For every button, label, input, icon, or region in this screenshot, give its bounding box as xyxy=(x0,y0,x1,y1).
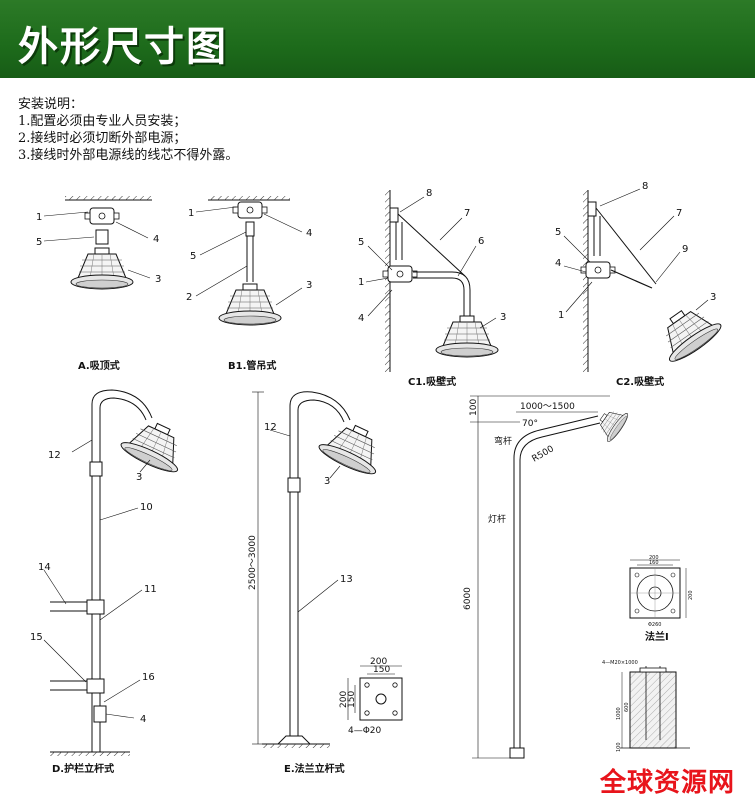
callout-label: 7 xyxy=(676,208,682,219)
caption-railing: D.护栏立杆式 xyxy=(52,762,114,775)
callout-label: 1 xyxy=(36,212,42,223)
callout-label: 10 xyxy=(140,502,153,513)
dimension-label: 4—M20×1000 xyxy=(602,660,638,666)
callout-label: 5 xyxy=(358,237,364,248)
callout-label: 1 xyxy=(188,208,194,219)
callout-label: 5 xyxy=(190,251,196,262)
callout-label: 4 xyxy=(153,234,159,245)
dimension-label: 100 xyxy=(616,742,622,752)
dimension-label: 70° xyxy=(522,419,538,429)
note-item: 3.接线时外部电源线的线芯不得外露。 xyxy=(18,148,239,163)
drawing-flange-detail: 200 160 200 Φ260 法兰Ⅰ xyxy=(629,555,694,643)
caption-ceiling: A.吸顶式 xyxy=(78,359,120,372)
installation-notes: 安装说明： 1.配置必须由专业人员安装； 2.接线时必须切断外部电源； 3.接线… xyxy=(18,96,238,164)
callout-label: 11 xyxy=(144,584,157,595)
drawing-pipe-pendant: 1 5 2 4 3 B1.管吊式 xyxy=(186,196,312,372)
drawing-ceiling-mount: 1 5 4 3 A.吸顶式 xyxy=(36,196,161,372)
note-item: 1.配置必须由专业人员安装； xyxy=(18,114,187,129)
callout-label: 12 xyxy=(48,450,61,461)
callout-label: 13 xyxy=(340,574,353,585)
callout-label: 6 xyxy=(478,236,484,247)
dimension-label: 150 xyxy=(347,691,357,708)
dimension-label: 200 xyxy=(688,590,694,600)
watermark-text: 全球资源网 xyxy=(600,768,736,798)
header-banner: 外形尺寸图 xyxy=(0,0,755,78)
drawing-wall-mount-c1: 8 7 6 5 1 4 3 C1.吸壁式 xyxy=(358,188,506,388)
callout-label: 16 xyxy=(142,672,155,683)
dimension-label: 100 xyxy=(469,399,479,416)
dimension-label: 200 xyxy=(370,657,387,667)
callout-label: 8 xyxy=(426,188,432,199)
caption-flange-detail: 法兰Ⅰ xyxy=(645,630,669,643)
dimension-label: 弯杆 xyxy=(494,435,512,447)
dimension-label: 160 xyxy=(649,560,659,566)
callout-label: 1 xyxy=(558,310,564,321)
drawing-wall-mount-c2: 8 7 9 5 4 1 3 C2.吸壁式 xyxy=(555,181,726,388)
caption-flange-post: E.法兰立杆式 xyxy=(284,762,345,775)
callout-label: 3 xyxy=(500,312,506,323)
dimension-label: 200 xyxy=(339,691,349,708)
note-item: 2.接线时必须切断外部电源； xyxy=(18,131,187,146)
dimension-label: 2500～3000 xyxy=(248,535,258,590)
notes-title: 安装说明： xyxy=(18,97,84,112)
callout-label: 12 xyxy=(264,422,277,433)
callout-label: 15 xyxy=(30,632,43,643)
callout-label: 4 xyxy=(140,714,146,725)
dimension-label: 4—Φ20 xyxy=(348,726,382,736)
dimension-label: Φ260 xyxy=(648,622,661,628)
callout-label: 4 xyxy=(358,313,364,324)
dimension-label: 200 xyxy=(649,555,659,561)
dimension-label: 150 xyxy=(373,665,390,675)
callout-label: 3 xyxy=(306,280,312,291)
callout-label: 4 xyxy=(555,258,561,269)
caption-wall-c1: C1.吸壁式 xyxy=(408,375,456,388)
drawing-railing-post: 12 3 10 11 14 15 16 4 D.护栏立杆式 xyxy=(30,389,193,775)
dimension-label: 1000 xyxy=(616,707,622,720)
dimension-label: R500 xyxy=(531,444,557,465)
dimension-label: 灯杆 xyxy=(488,513,506,525)
callout-label: 9 xyxy=(682,244,688,255)
drawing-foundation-section: 4—M20×1000 1000 600 100 xyxy=(602,660,690,752)
callout-label: 4 xyxy=(306,228,312,239)
dimension-label: 6000 xyxy=(463,587,473,610)
caption-pipe-pendant: B1.管吊式 xyxy=(228,359,276,372)
callout-label: 2 xyxy=(186,292,192,303)
drawing-flange-post: 2500～3000 12 3 13 200 150 200 150 4—Φ20 … xyxy=(248,391,403,775)
callout-label: 3 xyxy=(155,274,161,285)
callout-label: 7 xyxy=(464,208,470,219)
callout-label: 8 xyxy=(642,181,648,192)
callout-label: 14 xyxy=(38,562,51,573)
page-title: 外形尺寸图 xyxy=(18,24,228,70)
callout-label: 1 xyxy=(358,277,364,288)
drawing-street-pole: 100 1000～1500 70° 弯杆 R500 灯杆 6000 xyxy=(463,395,631,759)
caption-wall-c2: C2.吸壁式 xyxy=(616,375,664,388)
callout-label: 3 xyxy=(324,476,330,487)
callout-label: 5 xyxy=(555,227,561,238)
callout-label: 5 xyxy=(36,237,42,248)
dimension-label: 600 xyxy=(624,702,630,712)
dimension-label: 1000～1500 xyxy=(520,402,575,412)
callout-label: 3 xyxy=(710,292,716,303)
callout-label: 3 xyxy=(136,472,142,483)
